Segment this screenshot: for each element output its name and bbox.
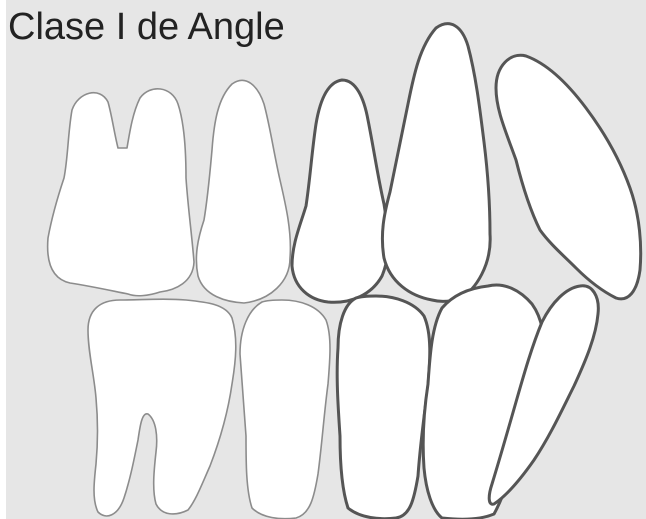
lower-first-premolar bbox=[337, 296, 430, 519]
lower-second-premolar bbox=[240, 300, 330, 519]
diagram-title: Clase I de Angle bbox=[8, 4, 285, 50]
